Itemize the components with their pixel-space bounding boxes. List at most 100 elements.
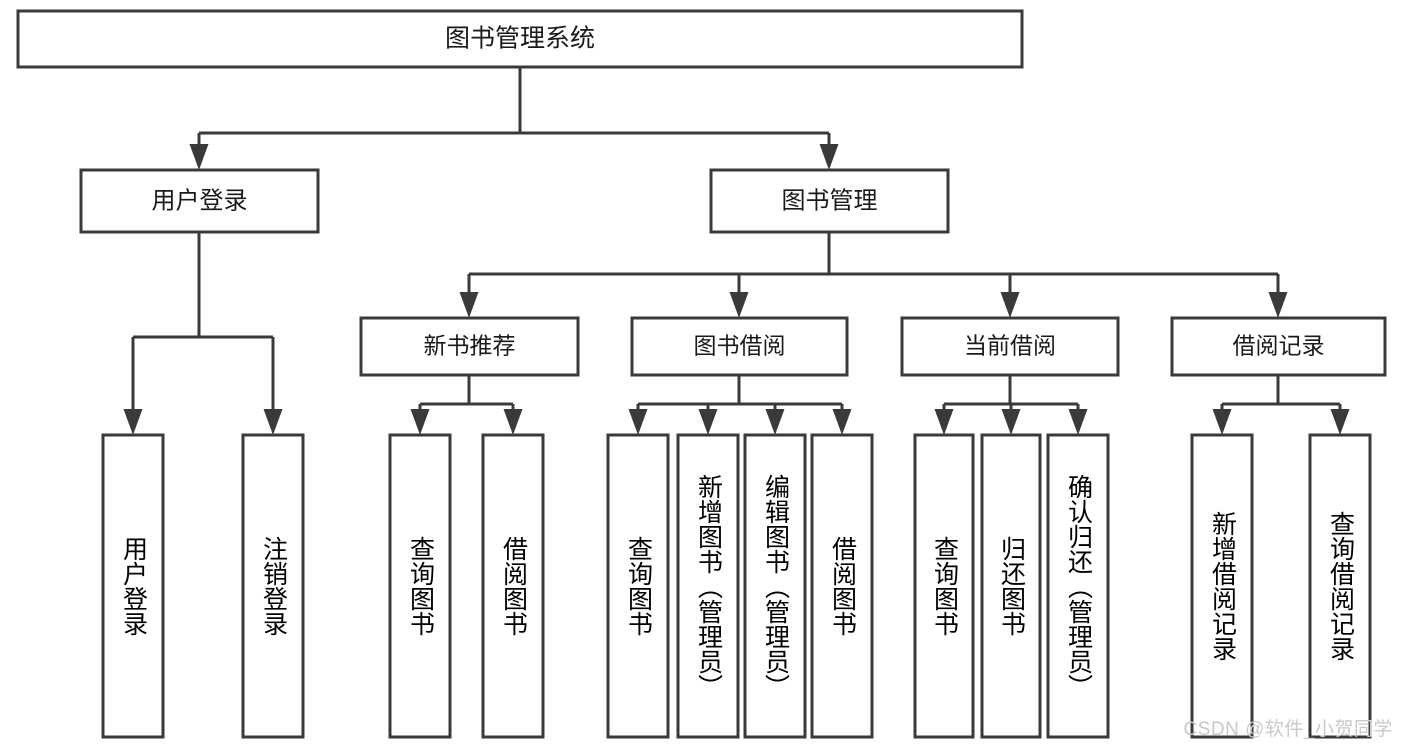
arrow-head-icon: [1212, 409, 1232, 435]
connector-book-borrow: [628, 375, 852, 435]
arrow-head-icon: [819, 144, 839, 170]
leaf-label: 用户登录: [119, 536, 148, 636]
leaf-label-wrapper: 注销登录: [259, 536, 288, 636]
leaf-label-wrapper: 查询图书: [930, 536, 959, 636]
leaf-box[interactable]: [1046, 433, 1110, 739]
level3-node-label: 图书借阅: [694, 333, 786, 359]
arrow-head-icon: [729, 292, 749, 318]
connector-layer: [123, 67, 1350, 435]
arrow-head-icon: [263, 409, 283, 435]
arrow-head-icon: [189, 144, 209, 170]
leaf-node-leaf-add-borrow-record[interactable]: 新增借阅记录: [1190, 433, 1254, 739]
leaf-label-wrapper: 编辑图书（管理员）: [761, 473, 790, 699]
node-layer: 图书管理系统用户登录图书管理新书推荐图书借阅当前借阅借阅记录用户登录注销登录查询…: [16, 9, 1387, 739]
connector-root: [189, 67, 839, 170]
leaf-label: 新增图书（管理员）: [694, 473, 723, 699]
level2-node-label: 用户登录: [152, 187, 248, 214]
leaf-label: 查询图书: [406, 536, 435, 636]
leaf-label: 确认归还（管理员）: [1064, 473, 1093, 699]
arrow-head-icon: [123, 409, 143, 435]
leaf-label: 注销登录: [259, 536, 288, 636]
leaf-label: 借阅图书: [828, 536, 857, 636]
leaf-box[interactable]: [1308, 433, 1372, 739]
leaf-node-leaf-logout[interactable]: 注销登录: [241, 433, 305, 739]
arrow-head-icon: [1000, 292, 1020, 318]
level2-node-label: 图书管理: [782, 187, 878, 214]
leaf-box[interactable]: [743, 433, 807, 739]
leaf-node-leaf-query-book[interactable]: 查询图书: [606, 433, 670, 739]
node-user-login[interactable]: 用户登录: [79, 168, 320, 234]
leaf-box[interactable]: [101, 433, 165, 739]
leaf-box[interactable]: [980, 433, 1042, 739]
leaf-box[interactable]: [810, 433, 874, 739]
leaf-node-leaf-borrow-book[interactable]: 借阅图书: [810, 433, 874, 739]
leaf-box[interactable]: [676, 433, 740, 739]
leaf-box[interactable]: [913, 433, 975, 739]
level3-node-label: 借阅记录: [1233, 333, 1325, 359]
level3-node-label: 新书推荐: [424, 333, 516, 359]
leaf-box[interactable]: [241, 433, 305, 739]
node-current-borrow[interactable]: 当前借阅: [900, 316, 1120, 377]
arrow-head-icon: [1001, 409, 1021, 435]
leaf-label: 编辑图书（管理员）: [761, 473, 790, 699]
leaf-node-leaf-query-book-current[interactable]: 查询图书: [913, 433, 975, 739]
leaf-box[interactable]: [388, 433, 452, 739]
leaf-label-wrapper: 查询图书: [624, 536, 653, 636]
leaf-label-wrapper: 新增借阅记录: [1208, 511, 1237, 661]
root-node-box[interactable]: [16, 9, 1024, 69]
leaf-label-wrapper: 查询图书: [406, 536, 435, 636]
leaf-box[interactable]: [481, 433, 545, 739]
level3-node-box[interactable]: [1170, 316, 1387, 377]
leaf-node-leaf-borrow-book-recommend[interactable]: 借阅图书: [481, 433, 545, 739]
leaf-node-leaf-edit-book-admin[interactable]: 编辑图书（管理员）: [743, 433, 807, 739]
arrow-head-icon: [1068, 409, 1088, 435]
leaf-label: 归还图书: [997, 536, 1026, 636]
leaf-label: 查询图书: [930, 536, 959, 636]
node-book-management[interactable]: 图书管理: [709, 168, 950, 234]
arrow-head-icon: [1330, 409, 1350, 435]
leaf-node-leaf-confirm-return-admin[interactable]: 确认归还（管理员）: [1046, 433, 1110, 739]
arrow-head-icon: [628, 409, 648, 435]
leaf-label-wrapper: 查询借阅记录: [1326, 511, 1355, 661]
connector-user-login: [123, 232, 283, 435]
node-new-book-recommend[interactable]: 新书推荐: [359, 316, 580, 377]
arrow-head-icon: [503, 409, 523, 435]
leaf-label-wrapper: 新增图书（管理员）: [694, 473, 723, 699]
leaf-box[interactable]: [606, 433, 670, 739]
leaf-node-leaf-query-borrow-record[interactable]: 查询借阅记录: [1308, 433, 1372, 739]
level2-node-box[interactable]: [709, 168, 950, 234]
leaf-label: 查询图书: [624, 536, 653, 636]
leaf-node-leaf-query-book-recommend[interactable]: 查询图书: [388, 433, 452, 739]
node-book-borrow[interactable]: 图书借阅: [630, 316, 849, 377]
arrow-head-icon: [1268, 292, 1288, 318]
leaf-label-wrapper: 借阅图书: [828, 536, 857, 636]
leaf-node-leaf-add-book-admin[interactable]: 新增图书（管理员）: [676, 433, 740, 739]
level2-node-box[interactable]: [79, 168, 320, 234]
level3-node-label: 当前借阅: [964, 333, 1056, 359]
root-node-label: 图书管理系统: [445, 25, 595, 53]
arrow-head-icon: [934, 409, 954, 435]
arrow-head-icon: [765, 409, 785, 435]
leaf-label: 新增借阅记录: [1208, 511, 1237, 661]
leaf-label-wrapper: 确认归还（管理员）: [1064, 473, 1093, 699]
leaf-label-wrapper: 借阅图书: [499, 536, 528, 636]
leaf-label-wrapper: 用户登录: [119, 536, 148, 636]
leaf-box[interactable]: [1190, 433, 1254, 739]
level3-node-box[interactable]: [900, 316, 1120, 377]
arrow-head-icon: [410, 409, 430, 435]
leaf-label-wrapper: 归还图书: [997, 536, 1026, 636]
arrow-head-icon: [459, 292, 479, 318]
connector-new-book-recommend: [410, 375, 523, 435]
leaf-label: 借阅图书: [499, 536, 528, 636]
connector-borrow-record: [1212, 375, 1350, 435]
leaf-label: 查询借阅记录: [1326, 511, 1355, 661]
csdn-watermark: CSDN @软件_小贺同学: [1183, 719, 1393, 740]
level3-node-box[interactable]: [359, 316, 580, 377]
leaf-node-leaf-user-login[interactable]: 用户登录: [101, 433, 165, 739]
node-borrow-record[interactable]: 借阅记录: [1170, 316, 1387, 377]
node-root[interactable]: 图书管理系统: [16, 9, 1024, 69]
level3-node-box[interactable]: [630, 316, 849, 377]
leaf-node-leaf-return-book[interactable]: 归还图书: [980, 433, 1042, 739]
